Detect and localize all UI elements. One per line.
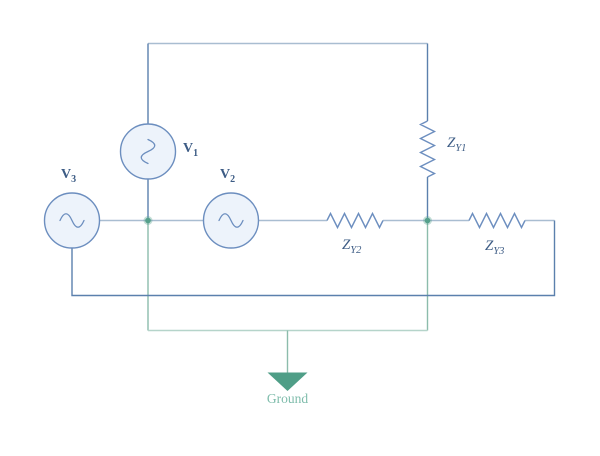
junction-left	[143, 216, 153, 225]
label-zy3-base: Z	[485, 238, 494, 254]
ground-symbol-icon	[267, 372, 308, 391]
label-v2-sub: 2	[230, 173, 236, 185]
label-zy3-sub: Y3	[493, 246, 505, 257]
label-zy1-sub: Y1	[455, 143, 467, 154]
label-zy2-sub: Y2	[350, 245, 362, 256]
label-v3-base: V	[61, 167, 72, 182]
sine-wave-icon	[59, 213, 85, 228]
impedance-zy2	[326, 211, 384, 230]
voltage-source-v2	[202, 192, 260, 249]
wire-top-loop	[147, 42, 429, 124]
label-v2-base: V	[220, 167, 231, 182]
label-zy3: ZY3	[485, 238, 504, 258]
sine-wave-icon	[218, 213, 244, 228]
label-zy1-base: Z	[447, 135, 456, 151]
label-zy1: ZY1	[447, 135, 466, 155]
label-ground: Ground	[266, 391, 309, 406]
resistor-zigzag-icon	[418, 120, 437, 178]
sine-wave-icon	[140, 138, 156, 165]
junction-dot	[424, 217, 431, 224]
voltage-source-v1	[119, 123, 177, 221]
wire-return-loop	[71, 220, 556, 297]
label-zy2: ZY2	[342, 237, 361, 257]
junction-right	[423, 216, 432, 225]
junction-dot	[145, 217, 151, 224]
impedance-zy3	[468, 211, 526, 230]
label-v1-sub: 1	[193, 147, 199, 159]
voltage-source-v3	[43, 192, 101, 249]
label-v1-base: V	[183, 141, 194, 156]
label-v2: V2	[220, 167, 235, 185]
ground-net	[147, 220, 429, 391]
label-zy2-base: Z	[342, 237, 351, 253]
label-v3-sub: 3	[71, 173, 77, 185]
label-v3: V3	[61, 167, 76, 185]
impedance-zy1	[418, 120, 437, 221]
label-v1: V1	[183, 141, 198, 159]
